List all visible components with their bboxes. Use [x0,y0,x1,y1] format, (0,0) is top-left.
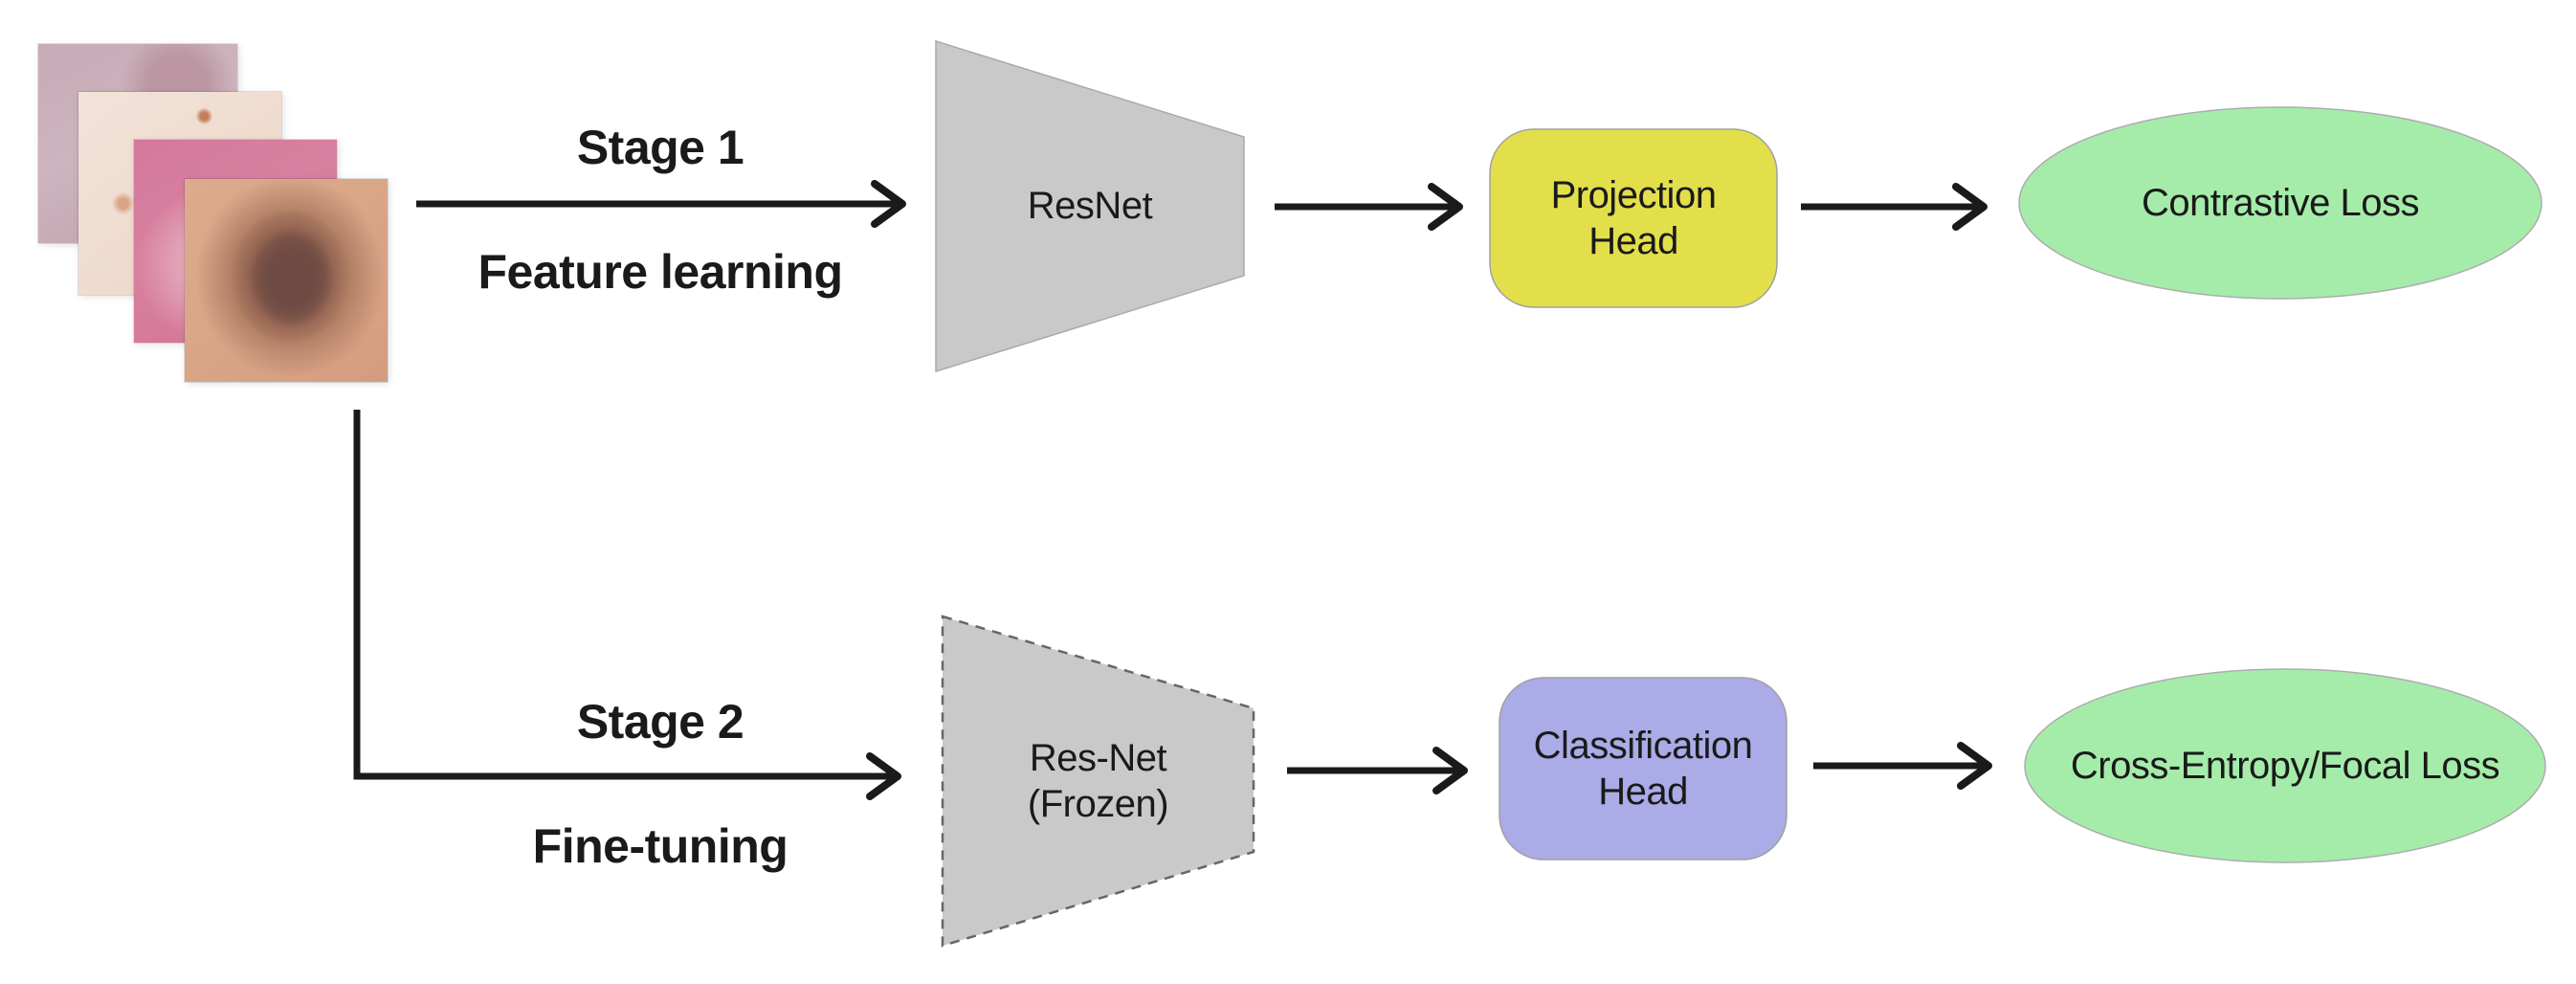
contrastive-loss-shape [2018,106,2543,300]
cross-entropy-loss-label: Cross-Entropy/Focal Loss [2070,745,2500,787]
contrastive-loss-label: Contrastive Loss [2142,182,2419,224]
frozen-resnet-encoder-shape [941,615,1255,948]
stage2-branch-arrow [353,410,901,800]
projection-head-shape [1489,128,1778,308]
stage1-title: Stage 1 [576,121,744,174]
skin-lesion-photo-4 [185,179,388,382]
projection-head-label: Projection Head [1550,174,1717,262]
frozen-resnet-state: (Frozen) [1027,783,1169,825]
frozen-resnet-name: Res-Net [1029,737,1167,779]
resnet-encoder-label: ResNet [1027,185,1153,227]
cross-entropy-loss-shape [2024,668,2546,863]
classification-head-shape [1499,677,1788,861]
stage1-subtitle: Feature learning [477,245,844,299]
stage2-title: Stage 2 [576,695,744,749]
classification-head-label: Classification Head [1533,725,1753,813]
frozen-resnet-encoder-label: Res-Net (Frozen) [943,723,1254,839]
stage2-subtitle: Fine-tuning [532,819,788,873]
resnet-encoder-shape [935,39,1245,373]
